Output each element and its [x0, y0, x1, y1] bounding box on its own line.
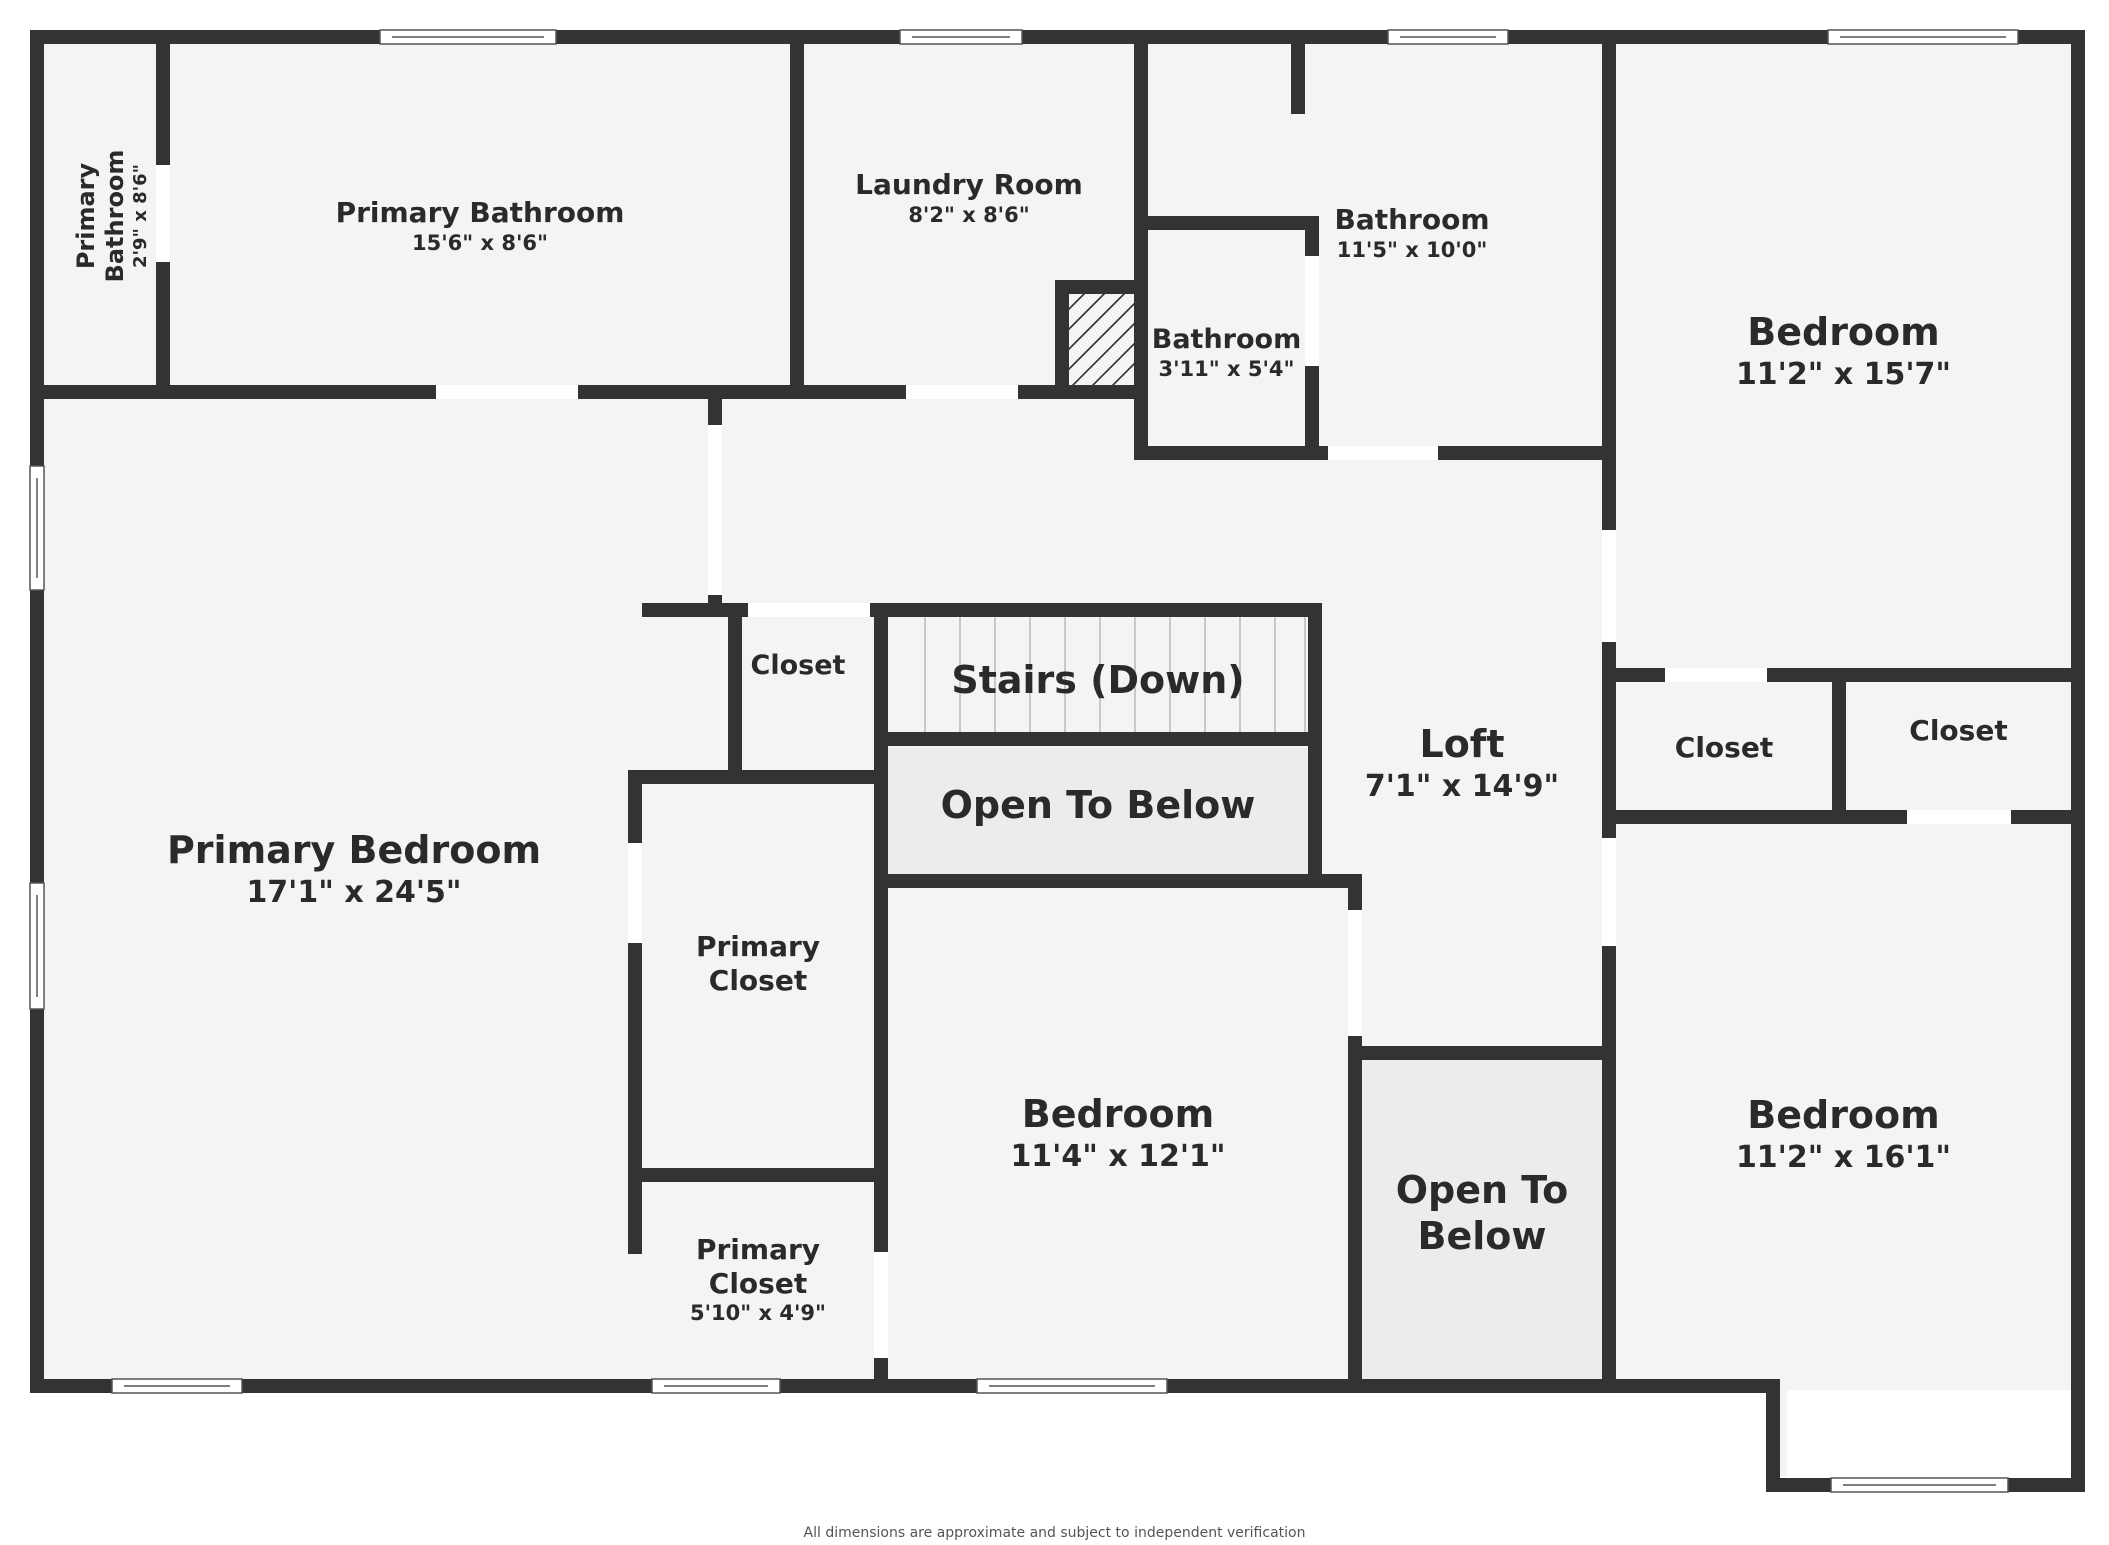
room-name-line-2: Closet — [708, 963, 808, 997]
room-name-line-1: Primary — [695, 1233, 821, 1266]
label-bathroom: Bathroom 11'5" x 10'0" — [1319, 203, 1505, 263]
windows — [29, 29, 2019, 1493]
label-loft: Loft 7'1" x 14'9" — [1322, 722, 1602, 805]
room-name: Closet — [1909, 714, 2008, 747]
room-name-line-1: Open To — [1395, 1168, 1569, 1212]
label-primary-bedroom: Primary Bedroom 17'1" x 24'5" — [44, 828, 664, 911]
label-closet-c: Closet — [1846, 714, 2071, 748]
room-name-line-1: Primary — [695, 930, 821, 963]
room-name: Bedroom — [1021, 1092, 1215, 1136]
room-name: Stairs (Down) — [951, 658, 1245, 702]
label-primary-closet-1: Primary Closet — [642, 930, 874, 997]
room-dimensions: 11'2" x 15'7" — [1735, 356, 1952, 392]
open-to-below-area-1 — [888, 748, 1308, 878]
open-to-below-area-2 — [1355, 1060, 1610, 1388]
label-primary-bathroom: Primary Bathroom 15'6" x 8'6" — [170, 196, 790, 256]
disclaimer-text: All dimensions are approximate and subje… — [803, 1525, 1306, 1541]
label-open-to-below-2: Open To Below — [1362, 1168, 1602, 1259]
room-name: Bathroom — [1334, 203, 1490, 236]
label-closet-b: Closet — [1616, 731, 1832, 765]
room-dimensions: 8'2" x 8'6" — [908, 202, 1030, 227]
room-name: Bedroom — [1747, 1093, 1940, 1137]
room-dimensions: 3'11" x 5'4" — [1158, 357, 1295, 382]
room-name: Open To Below — [940, 783, 1256, 827]
room-dimensions: 11'2" x 16'1" — [1735, 1139, 1952, 1175]
room-name: Primary Bedroom — [166, 828, 542, 872]
room-dimensions: 11'5" x 10'0" — [1336, 237, 1488, 262]
label-bathroom-small: Bathroom 3'11" x 5'4" — [1148, 324, 1305, 383]
hatched-shaft — [1067, 291, 1137, 387]
room-dimensions: 15'6" x 8'6" — [412, 230, 548, 255]
label-bedroom-northeast: Bedroom 11'2" x 15'7" — [1616, 310, 2071, 393]
label-closet-a: Closet — [722, 650, 874, 682]
room-name-line-2: Below — [1417, 1213, 1547, 1258]
room-name: Closet — [1674, 731, 1774, 764]
room-dimensions: 7'1" x 14'9" — [1364, 768, 1560, 804]
label-laundry-room: Laundry Room 8'2" x 8'6" — [804, 168, 1134, 228]
room-dimensions: 5'10" x 4'9" — [690, 1301, 826, 1326]
stairs-treads — [924, 615, 1306, 738]
label-primary-closet-2: Primary Closet 5'10" x 4'9" — [642, 1233, 874, 1326]
label-primary-bathroom-small: Primary Bathroom 2'9" x 8'6" — [72, 116, 151, 316]
label-stairs-down: Stairs (Down) — [888, 658, 1308, 704]
room-dimensions: 17'1" x 24'5" — [246, 874, 462, 910]
room-dimensions: 2'9" x 8'6" — [129, 163, 151, 269]
label-open-to-below-1: Open To Below — [888, 783, 1308, 829]
doorways — [156, 165, 2011, 1358]
label-bedroom-southeast: Bedroom 11'2" x 16'1" — [1616, 1093, 2071, 1176]
room-name: Loft — [1419, 722, 1505, 766]
room-name: Closet — [750, 650, 846, 681]
room-name: Laundry Room — [855, 168, 1083, 201]
room-name: Bedroom — [1747, 310, 1940, 354]
room-name-line-2: Closet — [708, 1266, 808, 1300]
room-name: Primary Bathroom — [335, 196, 625, 229]
room-dimensions: 11'4" x 12'1" — [1010, 1138, 1226, 1174]
room-name: Bathroom — [1151, 324, 1302, 355]
label-bedroom-center: Bedroom 11'4" x 12'1" — [888, 1092, 1348, 1175]
room-name: Primary Bathroom — [72, 149, 129, 283]
floor-areas — [36, 36, 2087, 1545]
